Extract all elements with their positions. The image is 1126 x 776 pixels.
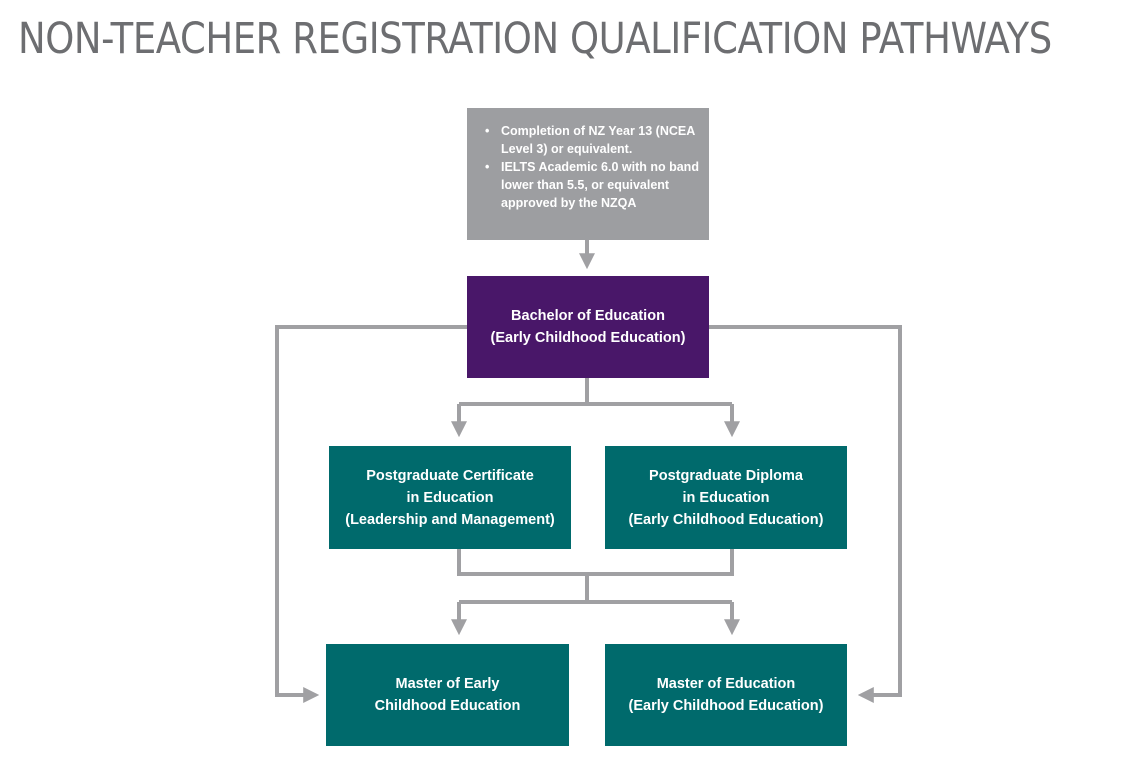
entry-requirements-box: Completion of NZ Year 13 (NCEA Level 3) … — [467, 108, 709, 240]
master-ed-line2: (Early Childhood Education) — [628, 698, 824, 714]
bachelor-subtitle: (Early Childhood Education) — [490, 330, 686, 346]
entry-requirement-item: IELTS Academic 6.0 with no band lower th… — [485, 158, 699, 212]
pg-diploma-line1: Postgraduate Diploma — [649, 467, 803, 484]
pg-certificate-line1: Postgraduate Certificate — [366, 467, 534, 484]
master-ece-box[interactable]: Master of Early Childhood Education — [326, 644, 569, 746]
entry-requirements-list: Completion of NZ Year 13 (NCEA Level 3) … — [485, 122, 699, 212]
bachelor-box[interactable]: Bachelor of Education (Early Childhood E… — [467, 276, 709, 378]
master-ed-box[interactable]: Master of Education (Early Childhood Edu… — [605, 644, 847, 746]
entry-requirement-item: Completion of NZ Year 13 (NCEA Level 3) … — [485, 122, 699, 158]
pg-diploma-box[interactable]: Postgraduate Diploma in Education (Early… — [605, 446, 847, 549]
master-ed-line1: Master of Education — [656, 676, 796, 692]
pg-diploma-line3: (Early Childhood Education) — [628, 511, 824, 528]
connector-bachelor-to-master-ed — [709, 325, 902, 703]
pg-certificate-box[interactable]: Postgraduate Certificate in Education (L… — [329, 446, 571, 549]
pg-certificate-line3: (Leadership and Management) — [345, 511, 555, 528]
connector-postgrad-merge — [457, 549, 734, 576]
pg-certificate-line2: in Education — [406, 489, 494, 506]
bachelor-title: Bachelor of Education — [511, 308, 665, 324]
pg-diploma-line2: in Education — [682, 489, 770, 506]
page-title: NON-TEACHER REGISTRATION QUALIFICATION P… — [18, 14, 1052, 64]
connector-bachelor-to-master-ece — [275, 325, 467, 703]
master-ece-line1: Master of Early — [395, 676, 500, 692]
master-ece-line2: Childhood Education — [374, 698, 521, 714]
